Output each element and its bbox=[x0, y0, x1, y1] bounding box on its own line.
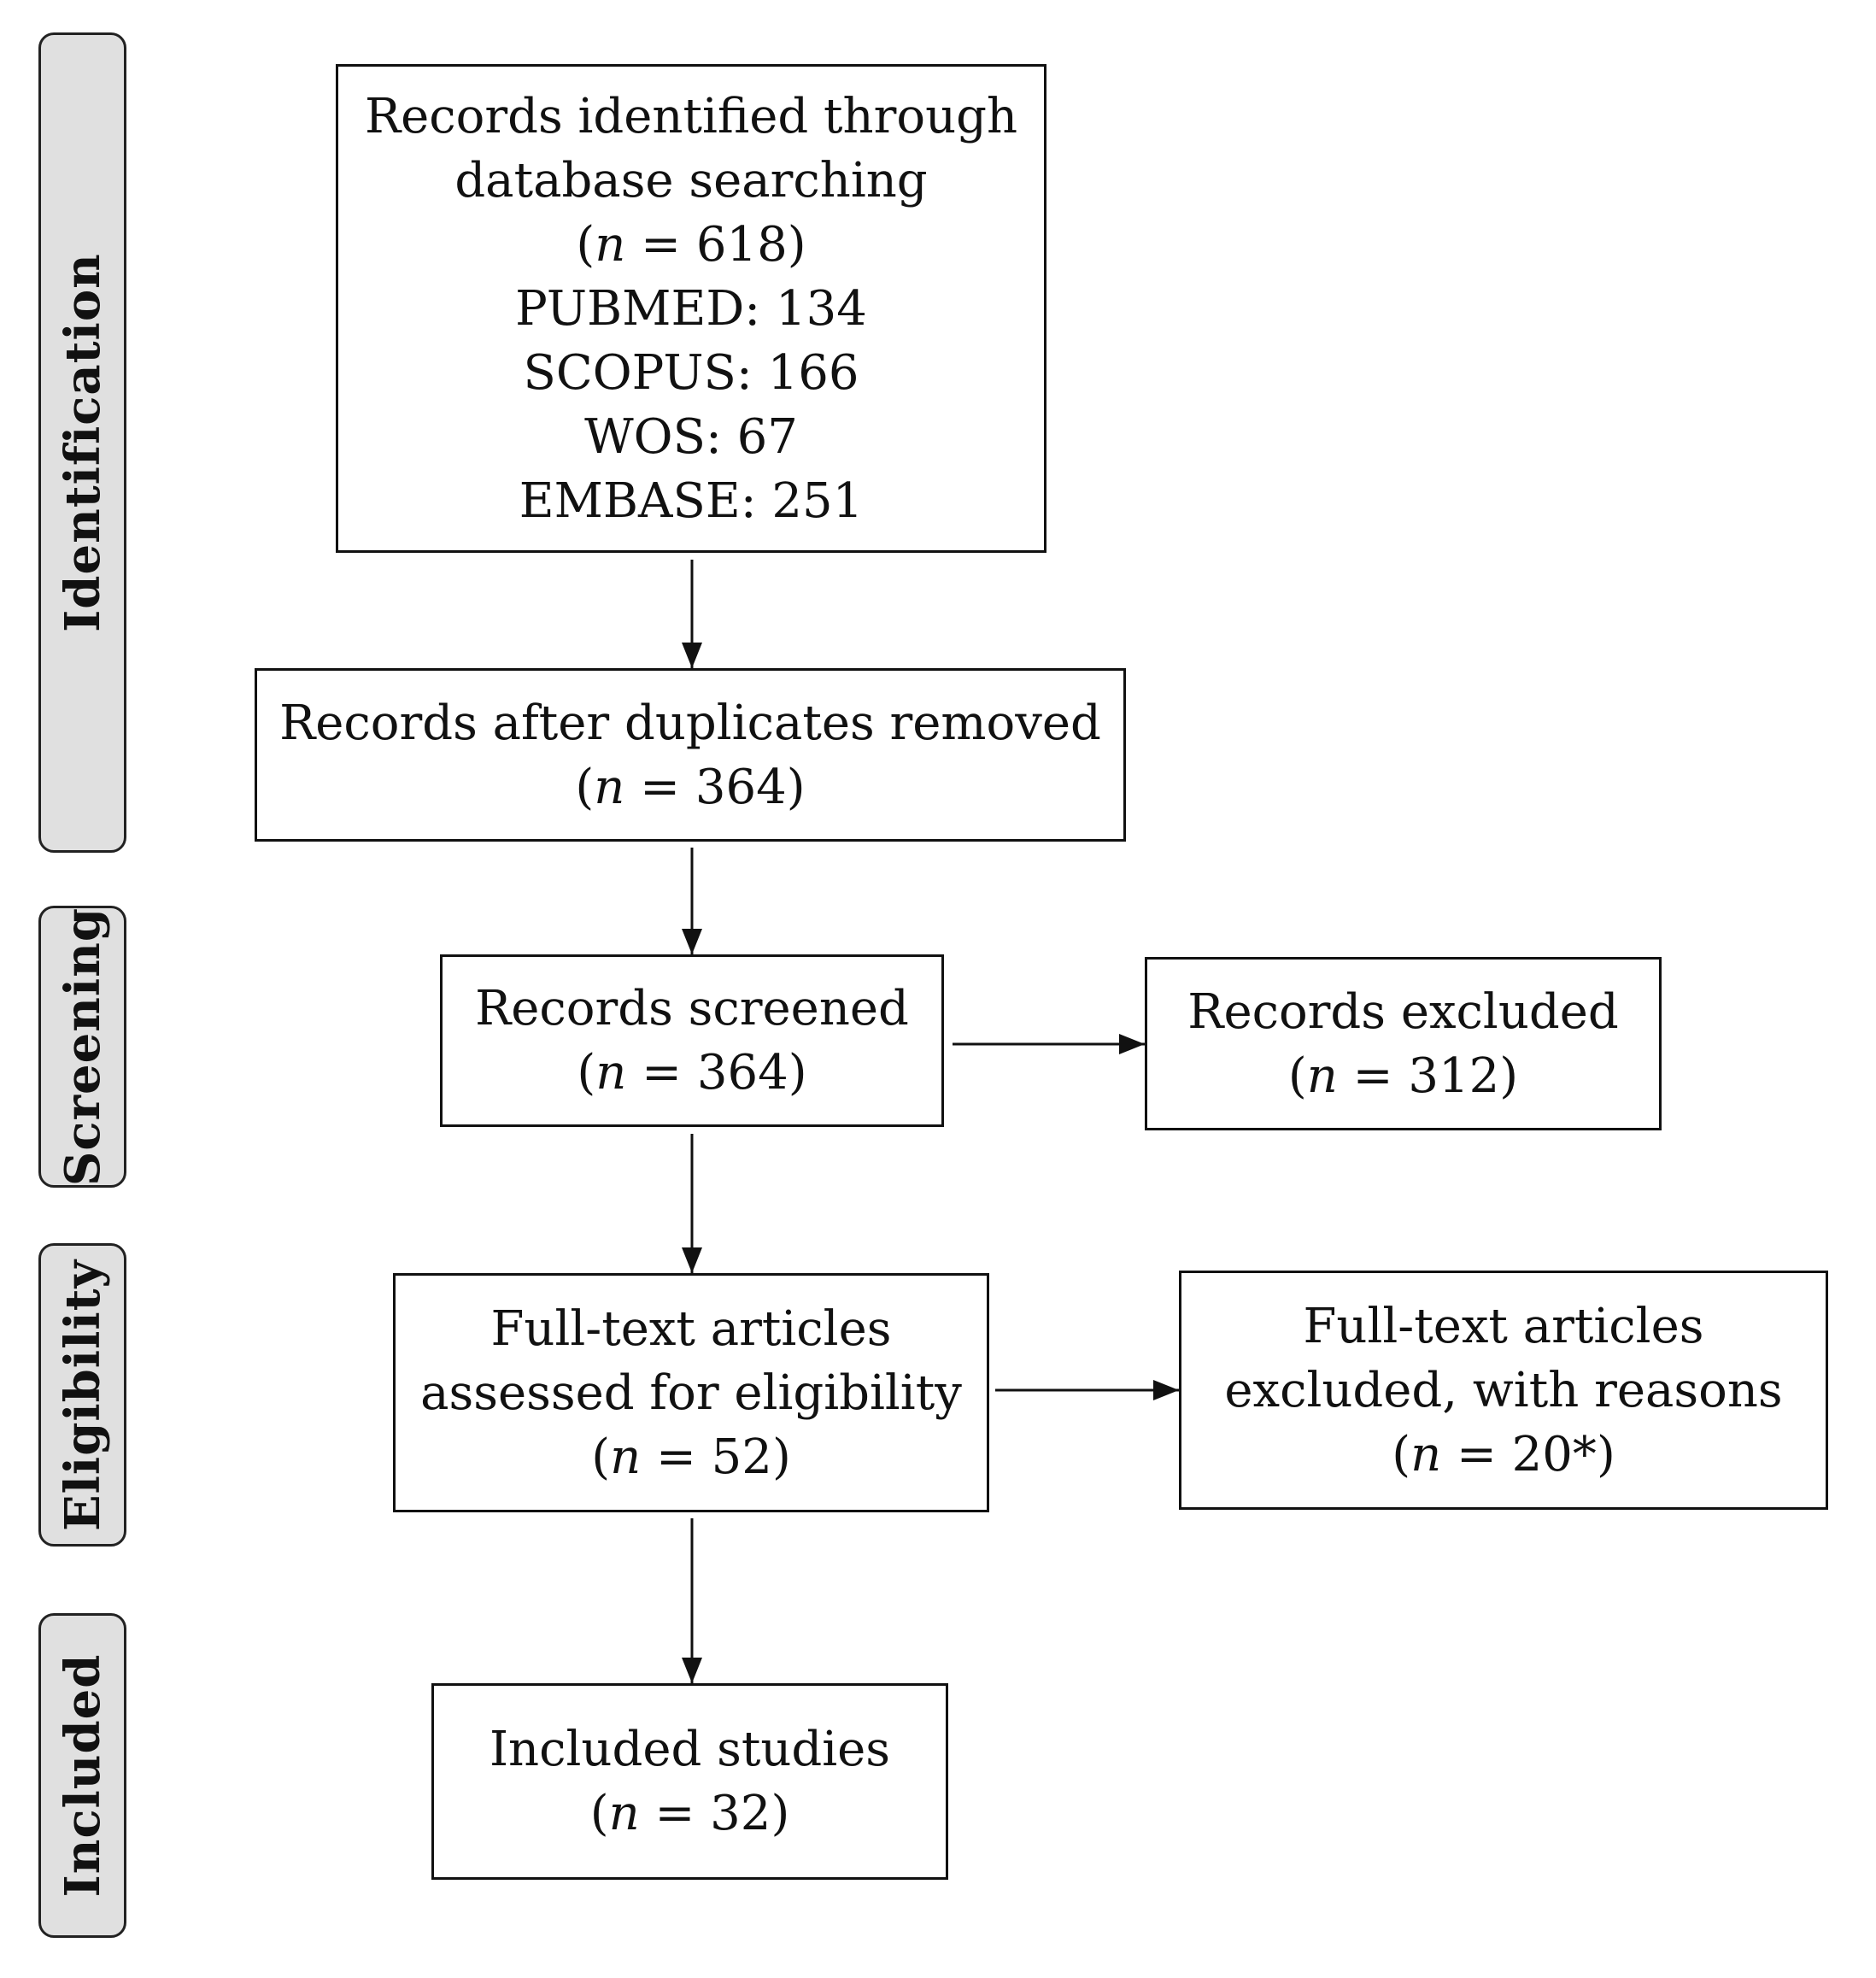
phase-eligibility: Eligibility bbox=[38, 1243, 126, 1547]
source-wos: WOS: 67 bbox=[584, 408, 798, 465]
box-fulltext-assessed-line-2: assessed for eligibility bbox=[420, 1365, 962, 1421]
box-records-screened-line-1: Records screened bbox=[475, 981, 909, 1036]
arrowhead-assessed-to-fulltext-excluded bbox=[1153, 1380, 1179, 1400]
source-scopus: SCOPUS: 166 bbox=[523, 344, 859, 401]
box-included-studies: Included studies (n = 32) bbox=[431, 1683, 948, 1880]
box-records-screened-count: (n = 364) bbox=[577, 1045, 807, 1101]
arrowhead-screened-to-excluded bbox=[1119, 1034, 1145, 1054]
n-symbol: n bbox=[610, 1429, 642, 1485]
box-included-studies-line-1: Included studies bbox=[489, 1722, 891, 1777]
count-value: = 32 bbox=[654, 1786, 771, 1841]
phase-identification-label: Identification bbox=[54, 253, 111, 632]
box-fulltext-assessed-line-1: Full-text articles bbox=[490, 1300, 892, 1357]
n-symbol: n bbox=[1410, 1426, 1442, 1482]
box-records-screened: Records screened (n = 364) bbox=[440, 954, 944, 1127]
n-symbol: n bbox=[1306, 1048, 1338, 1104]
phase-screening: Screening bbox=[38, 906, 126, 1188]
box-fulltext-excluded-line-1: Full-text articles bbox=[1303, 1298, 1704, 1354]
box-fulltext-excluded-line-2: excluded, with reasons bbox=[1224, 1362, 1783, 1418]
box-records-deduplicated-line-1: Records after duplicates removed bbox=[279, 695, 1101, 751]
count-value: = 312 bbox=[1352, 1048, 1500, 1104]
count-value: = 20* bbox=[1456, 1426, 1597, 1482]
box-records-identified-line-1: Records identified through bbox=[364, 88, 1018, 144]
phase-included: Included bbox=[38, 1613, 126, 1938]
box-fulltext-assessed-count: (n = 52) bbox=[591, 1429, 791, 1485]
n-symbol: n bbox=[608, 1786, 640, 1841]
count-value: = 52 bbox=[655, 1429, 772, 1485]
n-symbol: n bbox=[595, 216, 626, 273]
box-records-identified: Records identified through database sear… bbox=[336, 64, 1046, 553]
box-fulltext-assessed: Full-text articles assessed for eligibil… bbox=[393, 1273, 989, 1512]
count-value: = 618 bbox=[641, 216, 788, 273]
box-records-excluded-count: (n = 312) bbox=[1287, 1048, 1519, 1104]
box-fulltext-excluded: Full-text articles excluded, with reason… bbox=[1179, 1271, 1828, 1510]
arrowhead-assessed-to-included bbox=[682, 1658, 702, 1683]
count-value: = 364 bbox=[640, 759, 787, 815]
box-records-identified-count: (n = 618) bbox=[576, 216, 806, 273]
source-embase: EMBASE: 251 bbox=[519, 472, 864, 529]
box-records-deduplicated: Records after duplicates removed (n = 36… bbox=[255, 668, 1126, 842]
box-records-excluded: Records excluded (n = 312) bbox=[1145, 957, 1662, 1130]
phase-included-label: Included bbox=[54, 1653, 111, 1898]
count-value: = 364 bbox=[642, 1045, 789, 1101]
phase-identification: Identification bbox=[38, 32, 126, 853]
n-symbol: n bbox=[595, 1045, 627, 1101]
phase-screening-label: Screening bbox=[54, 907, 111, 1187]
box-records-identified-line-2: database searching bbox=[454, 152, 928, 208]
source-pubmed: PUBMED: 134 bbox=[515, 280, 867, 337]
arrowhead-deduplicated-to-screened bbox=[682, 929, 702, 954]
box-records-excluded-line-1: Records excluded bbox=[1187, 983, 1619, 1040]
phase-eligibility-label: Eligibility bbox=[54, 1259, 111, 1531]
box-fulltext-excluded-count: (n = 20*) bbox=[1392, 1426, 1615, 1482]
box-included-studies-count: (n = 32) bbox=[589, 1786, 790, 1841]
arrowhead-screened-to-assessed bbox=[682, 1247, 702, 1273]
box-records-deduplicated-count: (n = 364) bbox=[575, 759, 806, 815]
n-symbol: n bbox=[594, 759, 625, 815]
arrowhead-identified-to-deduplicated bbox=[682, 643, 702, 668]
